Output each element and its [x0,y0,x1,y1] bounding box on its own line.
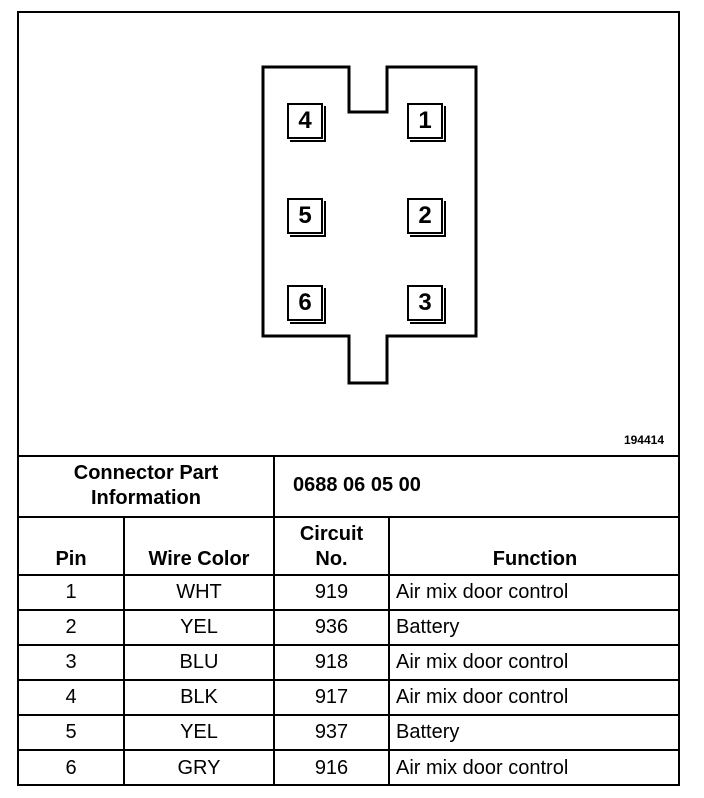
row-function: Battery [388,609,680,646]
table-row: 1 WHT 919 Air mix door control [19,574,680,611]
pin-label: 3 [418,289,432,316]
row-wire-color: YEL [123,609,275,646]
connector-info-label-line2: Information [91,486,201,509]
table-row: 4 BLK 917 Air mix door control [19,679,680,716]
connector-info-label-line1: Connector Part [73,461,219,484]
connector-outline [261,65,478,385]
row-function: Air mix door control [388,679,680,716]
row-function: Air mix door control [388,749,680,785]
header-function: Function [388,516,680,576]
pin-label: 5 [298,202,312,229]
row-pin: 3 [19,644,125,681]
header-circuit-line2: No. [315,548,348,570]
pin-cavity-2: 2 [407,198,446,237]
pin-cavity-6: 6 [287,285,326,324]
pin-cavity-4: 4 [287,103,326,142]
pin-label: 1 [418,107,432,134]
row-function: Air mix door control [388,574,680,611]
table-row: 6 GRY 916 Air mix door control [19,749,680,785]
row-pin: 6 [19,749,125,785]
row-circuit: 919 [273,574,390,611]
connector-frame: 4 1 5 2 6 3 194414 Connector Part Inf [17,11,680,786]
row-circuit: 936 [273,609,390,646]
row-circuit: 918 [273,644,390,681]
row-pin: 5 [19,714,125,751]
pin-label: 6 [298,289,312,316]
table-header-row: Pin Wire Color Circuit No. Function [19,516,680,576]
connector-part-number: 0688 06 05 00 [273,455,680,518]
row-function: Air mix door control [388,644,680,681]
connector-info-label: Connector Part Information [19,455,275,518]
row-wire-color: BLK [123,679,275,716]
row-wire-color: GRY [123,749,275,785]
row-circuit: 916 [273,749,390,785]
pin-cavity-5: 5 [287,198,326,237]
row-wire-color: BLU [123,644,275,681]
row-pin: 2 [19,609,125,646]
pin-label: 2 [418,202,432,229]
table-row: 2 YEL 936 Battery [19,609,680,646]
row-circuit: 917 [273,679,390,716]
header-pin: Pin [19,516,125,576]
row-pin: 1 [19,574,125,611]
table-row: 3 BLU 918 Air mix door control [19,644,680,681]
table-row: 5 YEL 937 Battery [19,714,680,751]
row-wire-color: YEL [123,714,275,751]
header-wire-color: Wire Color [123,516,275,576]
pin-label: 4 [298,107,312,134]
header-circuit: Circuit No. [273,516,390,576]
row-wire-color: WHT [123,574,275,611]
pin-cavity-3: 3 [407,285,446,324]
diagram-id: 194414 [623,433,664,447]
header-circuit-line1: Circuit [299,523,364,545]
row-circuit: 937 [273,714,390,751]
row-pin: 4 [19,679,125,716]
pin-cavity-1: 1 [407,103,446,142]
pin-table: Connector Part Information 0688 06 05 00… [19,455,680,785]
connector-info-row: Connector Part Information 0688 06 05 00 [19,455,680,518]
connector-diagram: 4 1 5 2 6 3 194414 [19,13,678,457]
row-function: Battery [388,714,680,751]
